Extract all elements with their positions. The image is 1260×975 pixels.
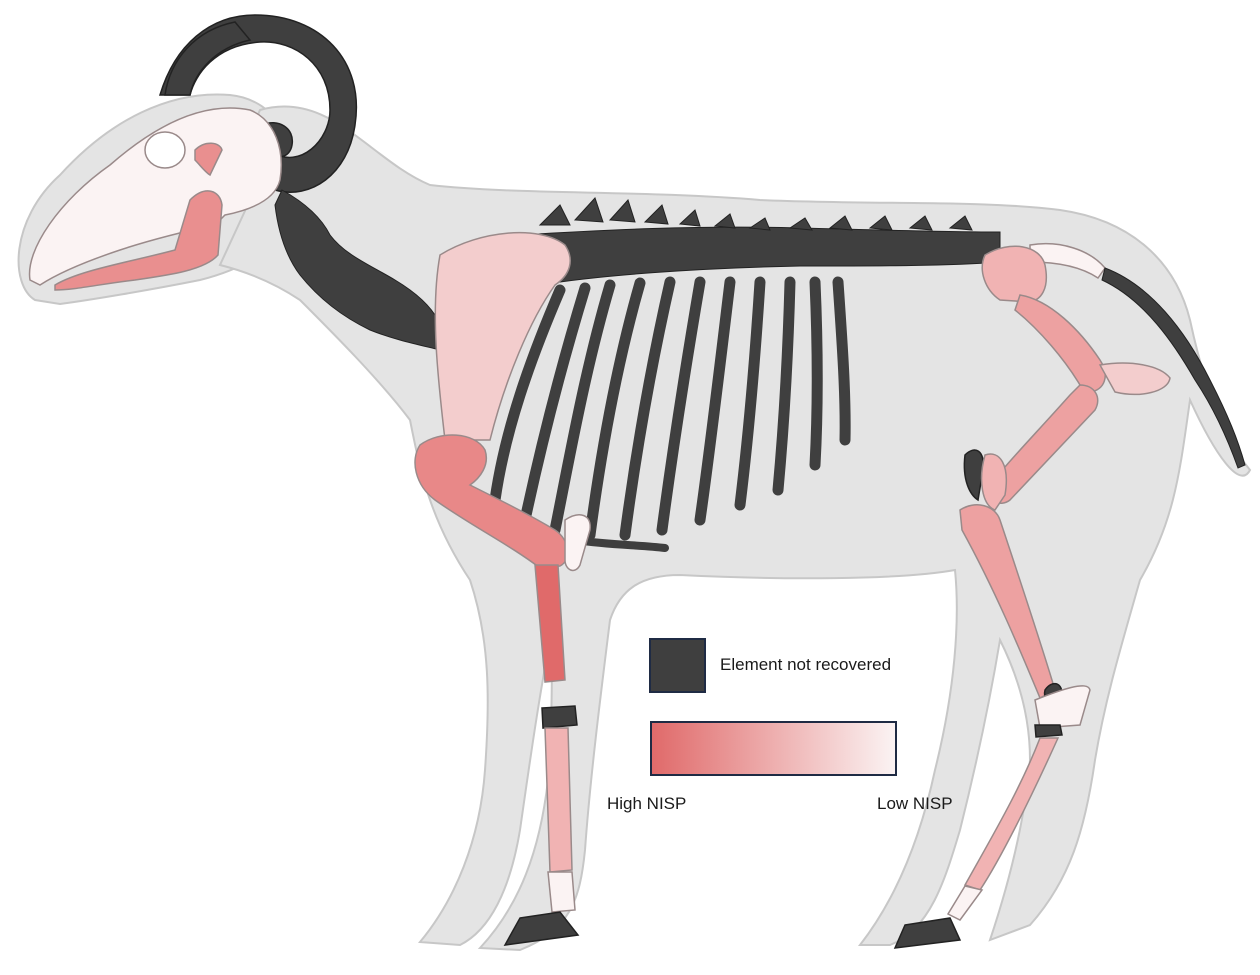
- legend-not-recovered-swatch: [649, 638, 706, 693]
- hind-phalanx-dark: [1035, 725, 1062, 737]
- carpals: [542, 706, 577, 728]
- legend-high-nisp-label: High NISP: [607, 794, 686, 814]
- hind-phalanges: [948, 886, 982, 920]
- legend-not-recovered-label: Element not recovered: [720, 655, 891, 675]
- pelvis: [982, 246, 1046, 302]
- fore-phalanges: [548, 872, 575, 912]
- metacarpal: [545, 728, 572, 872]
- legend-nisp-gradient: [650, 721, 897, 776]
- legend-low-nisp-label: Low NISP: [877, 794, 953, 814]
